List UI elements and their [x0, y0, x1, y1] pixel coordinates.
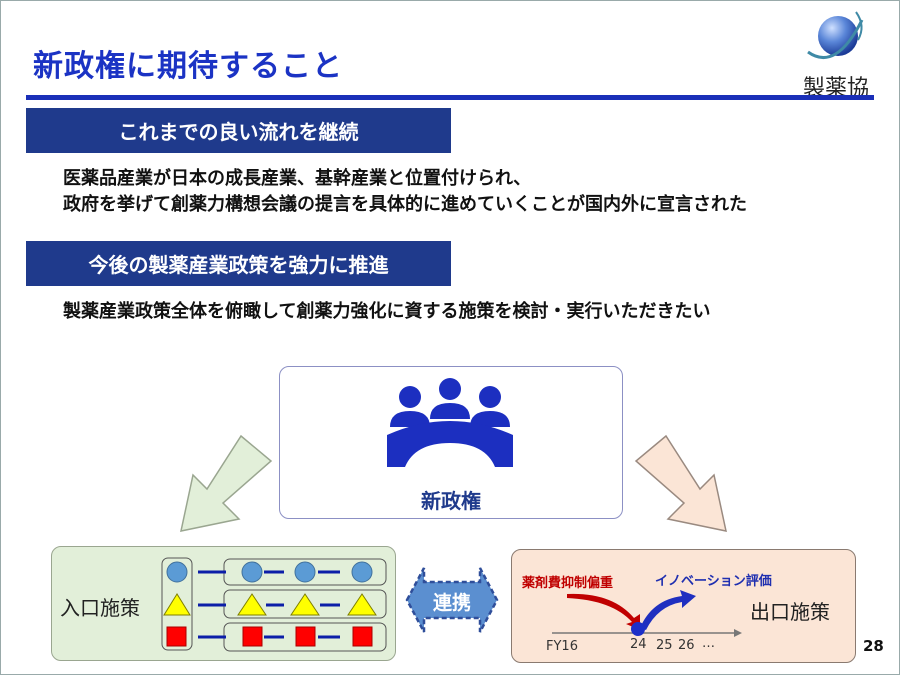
logo-globe-icon — [807, 11, 864, 60]
timeline-chart — [552, 590, 742, 637]
new-government-label: 新政権 — [421, 489, 481, 513]
timeline-label-25: 25 — [656, 638, 673, 653]
timeline-label-26: 26 — [678, 638, 695, 653]
double-arrow-icon — [405, 567, 499, 633]
timeline-label-24: 24 — [630, 637, 647, 652]
exit-policy-label: 出口施策 — [750, 600, 830, 624]
drug-cost-suppression-label: 薬剤費抑制偏重 — [522, 576, 614, 591]
down-left-arrow-icon — [180, 434, 273, 532]
section2-heading: 今後の製薬産業政策を強力に推進 — [26, 241, 451, 286]
section1-line-1: 医薬品産業が日本の成長産業、基幹産業と位置付けられ、 — [63, 168, 532, 189]
logo: 製薬協 — [796, 6, 876, 101]
timeline-label-ellipsis: … — [702, 636, 715, 651]
down-right-arrow-icon — [634, 434, 727, 532]
new-government-box: 新政権 — [279, 366, 623, 519]
entry-policy-label: 入口施策 — [60, 596, 140, 620]
entry-policy-panel: 入口施策 — [51, 546, 396, 661]
title-rule — [26, 95, 874, 100]
meeting-people-icon — [387, 378, 513, 467]
section2-line-1: 製薬産業政策全体を俯瞰して創薬力強化に資する施策を検討・実行いただきたい — [63, 301, 711, 322]
exit-policy-panel: 薬剤費抑制偏重 イノベーション評価 出口施策 FY16 24 25 26 … — [511, 549, 856, 663]
page-number: 28 — [863, 637, 884, 655]
section1-line-2: 政府を挙げて創薬力構想会議の提言を具体的に進めていくことが国内外に宣言された — [63, 194, 747, 215]
innovation-evaluation-label: イノベーション評価 — [655, 574, 772, 589]
slide-title: 新政権に期待すること — [33, 49, 343, 84]
section1-heading: これまでの良い流れを継続 — [26, 108, 451, 153]
link-double-arrow: 連携 — [404, 564, 500, 636]
timeline-label-fy16: FY16 — [546, 639, 578, 654]
policy-flow-diagram — [161, 557, 387, 652]
link-label: 連携 — [432, 592, 471, 614]
